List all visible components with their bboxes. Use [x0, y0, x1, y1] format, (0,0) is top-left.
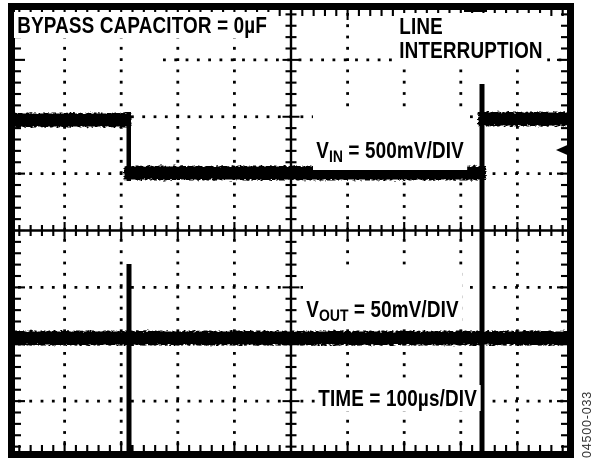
graticule-frame — [8, 3, 574, 458]
line-interruption-label: LINE INTERRUPTION — [396, 13, 546, 63]
vin-trace-high-right — [478, 112, 571, 126]
vin-rising-edge-spike — [479, 84, 485, 452]
vin-trace-high-left — [10, 113, 131, 127]
vin-scale-label: VIN = 500mV/DIV — [313, 113, 468, 170]
trigger-level-arrow-icon — [556, 142, 573, 158]
bypass-capacitor-label: BYPASS CAPACITOR = 0µF — [14, 12, 271, 38]
vout-dropout-spike — [126, 264, 132, 452]
time-scale-label: TIME = 100µs/DIV — [315, 385, 481, 411]
vin-label-subscript: IN — [329, 147, 343, 166]
vout-scale-label: VOUT = 50mV/DIV — [303, 272, 463, 329]
vout-label-subscript: OUT — [319, 306, 349, 325]
figure-number: 04500-033 — [580, 384, 594, 458]
vin-label-base: V — [316, 137, 330, 163]
vin-label-value: = 500mV/DIV — [342, 137, 464, 163]
trigger-time-marker-icon — [464, 3, 487, 12]
transient-edges — [126, 84, 485, 452]
vout-trace — [10, 331, 571, 345]
vin-falling-edge — [126, 112, 131, 181]
vout-label-value: = 50mV/DIV — [348, 296, 459, 322]
vout-label-base: V — [306, 296, 320, 322]
